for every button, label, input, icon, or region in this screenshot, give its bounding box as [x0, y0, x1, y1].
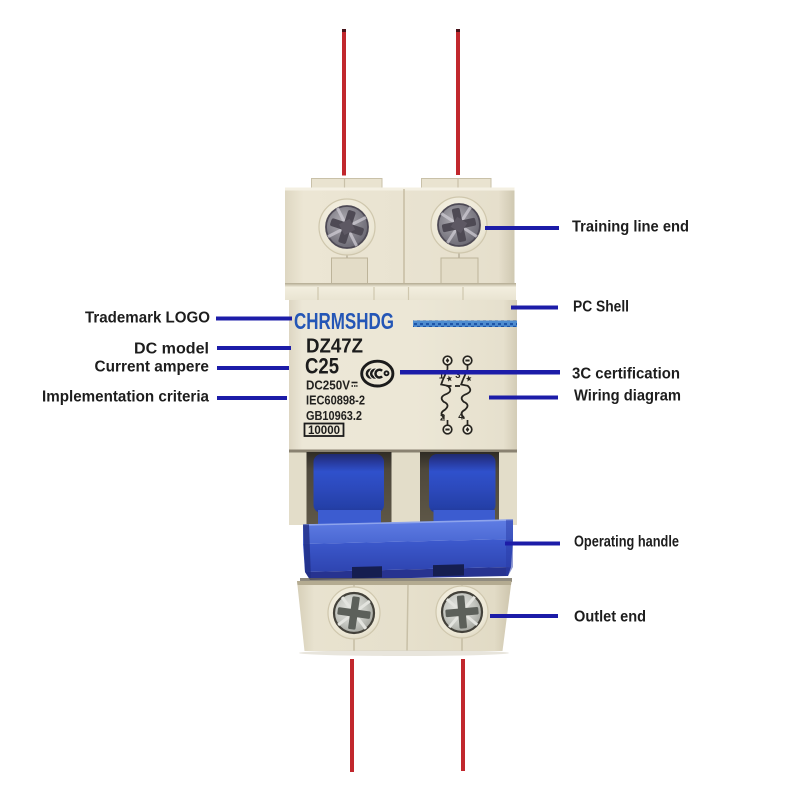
svg-text:IEC60898-2: IEC60898-2 — [306, 394, 365, 408]
svg-text:Trademark LOGO: Trademark LOGO — [85, 310, 210, 327]
svg-text:DC250V: DC250V — [306, 379, 351, 393]
svg-text:3C certification: 3C certification — [572, 366, 680, 383]
svg-text:Wiring diagram: Wiring diagram — [574, 388, 681, 405]
svg-text:Current ampere: Current ampere — [95, 359, 210, 376]
svg-text:C25: C25 — [305, 354, 339, 379]
svg-text:10000: 10000 — [308, 425, 340, 437]
svg-text:GB10963.2: GB10963.2 — [306, 409, 362, 423]
svg-text:Training line end: Training line end — [572, 219, 689, 236]
svg-text:Outlet end: Outlet end — [574, 609, 646, 626]
svg-text:DC model: DC model — [134, 341, 209, 358]
svg-text:DZ47Z: DZ47Z — [306, 335, 363, 358]
svg-text:PC Shell: PC Shell — [573, 299, 629, 316]
svg-text:1: 1 — [439, 371, 445, 382]
svg-text:4: 4 — [458, 412, 464, 423]
svg-text:Operating handle: Operating handle — [574, 534, 679, 551]
svg-text:3: 3 — [455, 370, 460, 381]
svg-text:CHRMSHDG: CHRMSHDG — [294, 308, 394, 334]
svg-text:2: 2 — [440, 413, 445, 424]
svg-text:Implementation criteria: Implementation criteria — [42, 389, 209, 406]
